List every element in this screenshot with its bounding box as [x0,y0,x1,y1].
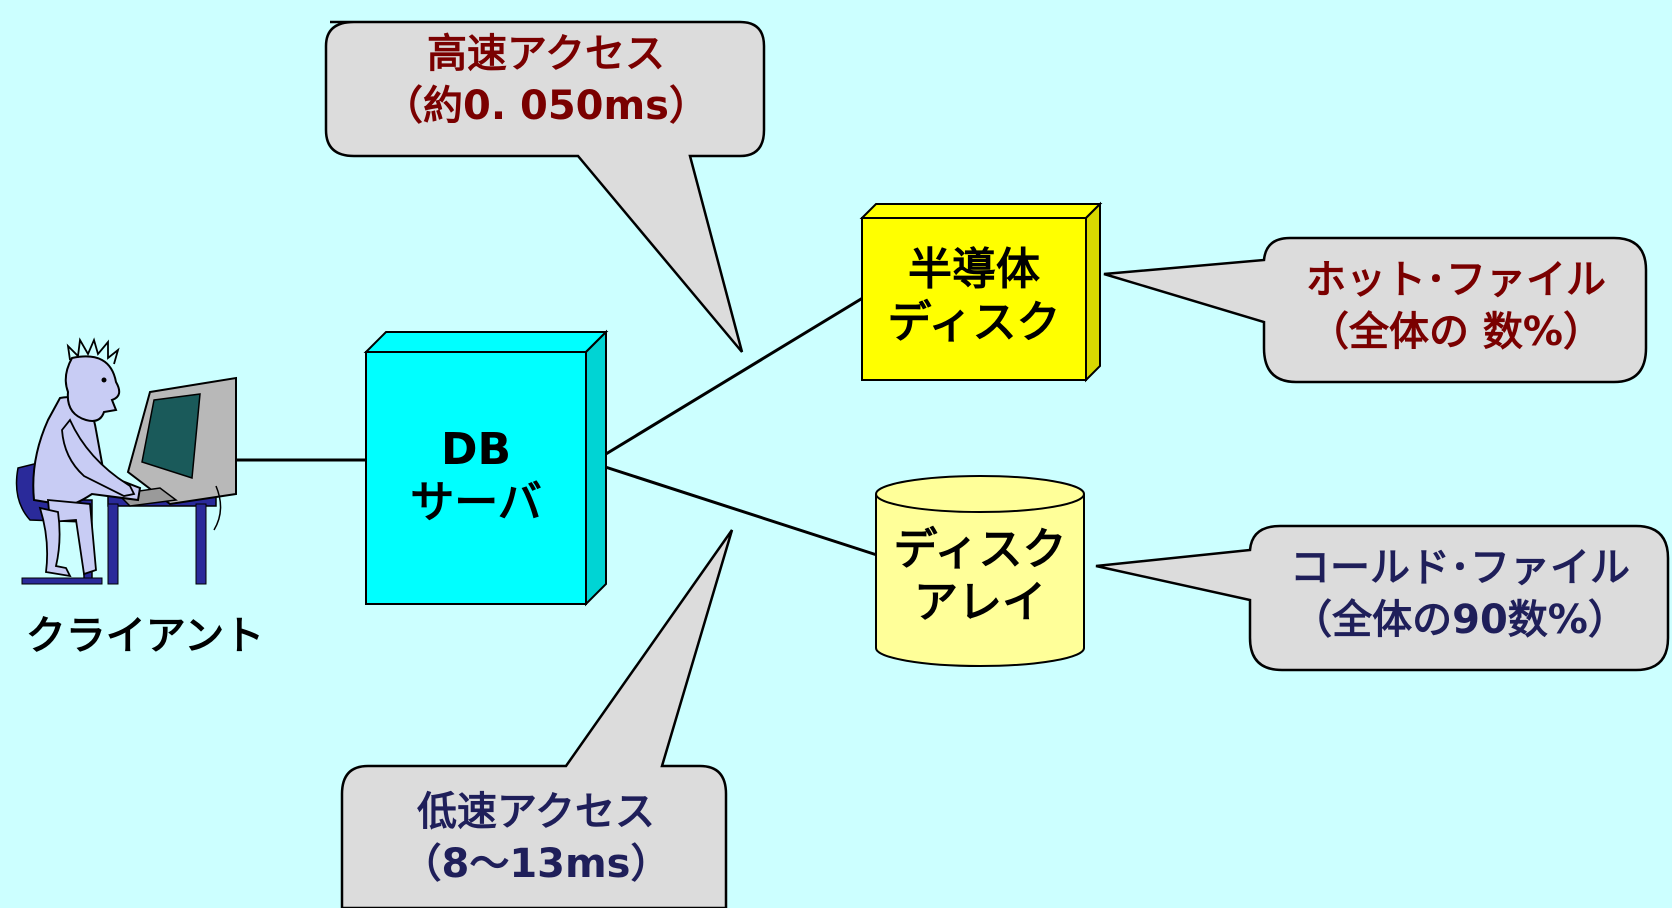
fast-access-latency: （約0. 050ms） [383,83,709,129]
ssd-label: 半導体 ディスク [862,244,1086,350]
cold-files-callout [1095,524,1670,672]
ssd-box [859,201,1103,383]
cold-files-label: コールド･ファイル （全体の90数%） [1252,542,1668,646]
slow-access-label: 低速アクセス （8～13ms） [346,786,726,890]
db-server-line1: DB [440,424,512,475]
hot-files-title: ホット･ファイル [1306,257,1606,303]
disk-array-line1: ディスク [893,524,1067,575]
fast-access-label: 高速アクセス （約0. 050ms） [336,28,756,132]
slow-access-title: 低速アクセス [417,789,655,835]
cold-files-title: コールド･ファイル [1290,545,1630,591]
hot-files-share: （全体の 数%） [1308,309,1603,355]
server-diskarray-link [595,462,881,558]
ssd-line1: 半導体 [908,244,1040,295]
hot-files-callout [1103,236,1648,384]
fast-access-callout [324,20,766,353]
client-label: クライアント [10,610,280,662]
disk-array-cylinder [875,475,1085,667]
cold-files-share: （全体の90数%） [1292,597,1628,643]
fast-access-title: 高速アクセス [427,31,665,77]
hot-files-label: ホット･ファイル （全体の 数%） [1266,254,1646,358]
slow-access-callout [340,529,734,908]
db-server-label: DB サーバ [366,424,586,530]
client-label-text: クライアント [25,613,265,659]
server-ssd-link [595,294,867,462]
ssd-line2: ディスク [887,296,1061,348]
person-at-computer-icon [15,337,237,585]
db-server-box [363,329,609,607]
disk-array-line2: アレイ [914,576,1046,628]
slow-access-latency: （8～13ms） [401,841,671,887]
db-server-line2: サーバ [410,476,542,528]
disk-array-label: ディスク アレイ [876,524,1084,630]
